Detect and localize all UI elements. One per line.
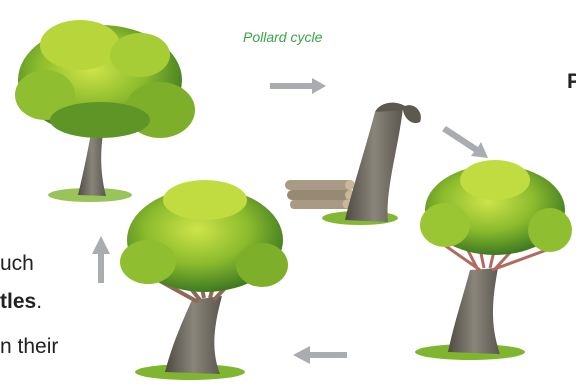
cut-off-text-right: P <box>567 70 576 94</box>
regrowth-tree <box>415 160 572 360</box>
arrow-left <box>293 346 347 364</box>
cut-off-text-line-3: n their <box>0 335 58 359</box>
cut-off-text-line-2-bold: tles <box>0 290 36 313</box>
cut-off-text-line-2: tles. <box>0 290 42 314</box>
arrow-up <box>92 236 110 283</box>
mature-pollard <box>120 180 288 380</box>
cut-off-text-line-2-punct: . <box>36 290 42 313</box>
mature-tree <box>15 20 195 202</box>
cut-off-text-line-1: uch <box>0 252 34 276</box>
log-pile <box>285 180 355 209</box>
arrow-right <box>270 78 326 94</box>
pollarded-stump <box>285 103 421 225</box>
cycle-label: Pollard cycle <box>243 29 322 45</box>
arrow-down-right <box>442 126 488 158</box>
